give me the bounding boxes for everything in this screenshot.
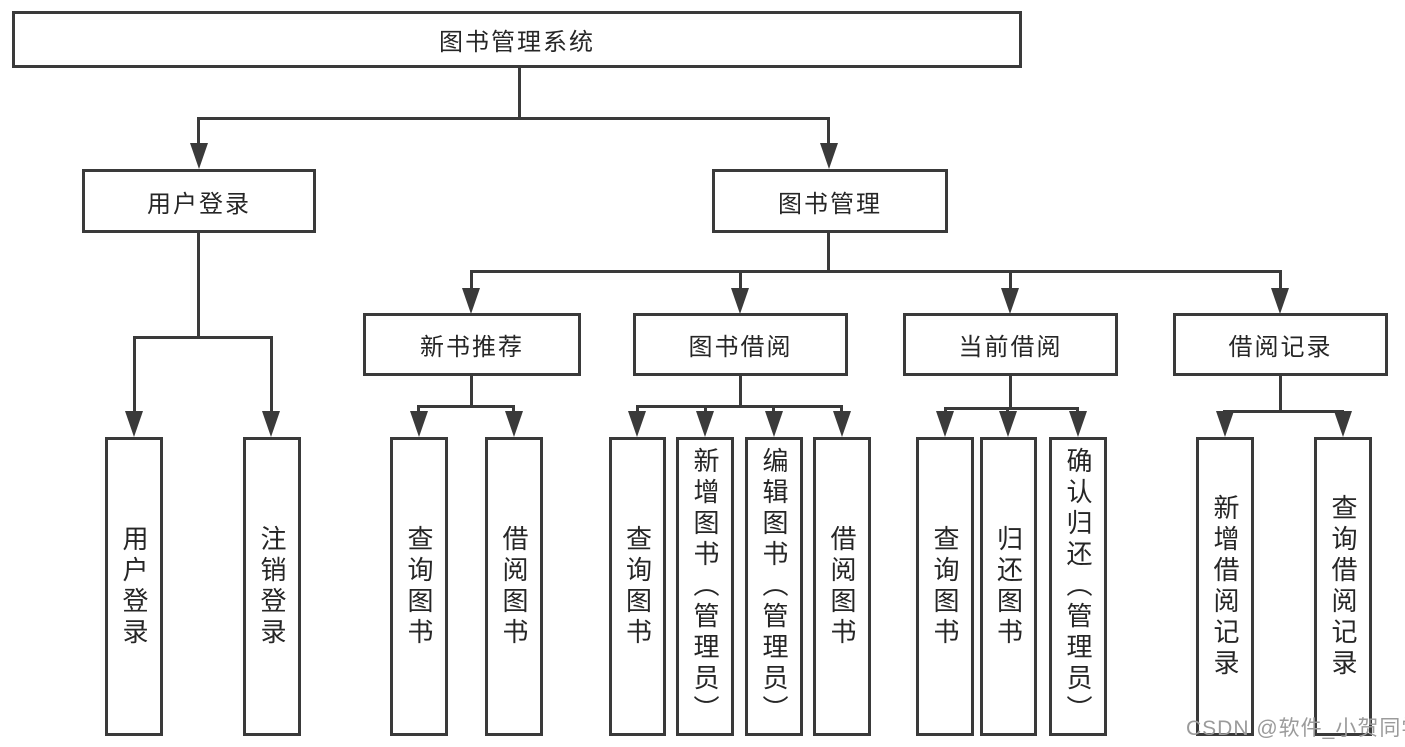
arrow-down-icon [462,288,480,314]
node-borrow-records: 借阅记录 [1173,313,1388,376]
connector-root-bus [197,117,830,120]
node-book-borrow: 图书借阅 [633,313,848,376]
connector-current-bus [944,407,1079,410]
connector-records-bus [1223,410,1343,413]
connector-stub-recommend [470,270,473,289]
connector-stub-logout-leaf [270,336,273,411]
node-query-borrow-record: 查询借阅记录 [1314,437,1372,736]
node-root: 图书管理系统 [12,11,1022,68]
arrow-down-icon [190,143,208,169]
connector-user-bus [133,336,272,339]
arrow-down-icon [628,411,646,437]
connector-records-drop [1279,376,1282,410]
arrow-down-icon [1334,411,1352,437]
arrow-down-icon [125,411,143,437]
connector-mgmt-drop [827,233,830,270]
node-query-books-borrow: 查询图书 [609,437,666,736]
arrow-down-icon [833,411,851,437]
connector-stub [944,407,947,413]
arrow-down-icon [262,411,280,437]
connector-stub [772,405,775,413]
node-book-management: 图书管理 [712,169,948,233]
arrow-down-icon [696,411,714,437]
connector-borrow-drop [739,376,742,405]
arrow-down-icon [1069,411,1087,437]
connector-stub-book-mgmt [827,117,830,144]
node-return-book: 归还图书 [980,437,1037,736]
connector-stub [512,405,515,413]
arrow-down-icon [936,411,954,437]
arrow-down-icon [731,288,749,314]
connector-stub [704,405,707,413]
arrow-down-icon [1216,411,1234,437]
connector-recommend-bus [417,405,515,408]
connector-stub [1076,407,1079,413]
connector-root-drop [518,67,521,118]
connector-user-drop [197,233,200,336]
node-borrow-books-leaf: 借阅图书 [813,437,871,736]
watermark: CSDN @软件_小贺同学 [1186,717,1405,740]
node-logout-leaf: 注销登录 [243,437,301,736]
arrow-down-icon [410,411,428,437]
node-query-books-current: 查询图书 [916,437,974,736]
node-add-borrow-record: 新增借阅记录 [1196,437,1254,736]
node-borrow-books-recommend: 借阅图书 [485,437,543,736]
arrow-down-icon [999,411,1017,437]
connector-recommend-drop [470,376,473,405]
connector-stub-current [1009,270,1012,289]
node-add-book-admin: 新增图书（管理员） [676,437,734,736]
node-edit-book-admin: 编辑图书（管理员） [745,437,803,736]
node-user-login: 用户登录 [82,169,316,233]
connector-borrow-bus [636,405,842,408]
node-new-book-recommend: 新书推荐 [363,313,581,376]
connector-stub [1006,407,1009,413]
node-current-borrow: 当前借阅 [903,313,1118,376]
connector-current-drop [1009,376,1012,407]
connector-stub-borrow [739,270,742,289]
node-user-login-leaf: 用户登录 [105,437,163,736]
connector-stub [636,405,639,413]
arrow-down-icon [820,143,838,169]
connector-mgmt-bus [470,270,1281,273]
arrow-down-icon [765,411,783,437]
arrow-down-icon [1001,288,1019,314]
arrow-down-icon [505,411,523,437]
connector-stub-login-leaf [133,336,136,411]
node-confirm-return-admin: 确认归还（管理员） [1049,437,1107,736]
node-query-books-recommend: 查询图书 [390,437,448,736]
connector-stub-user-login [197,117,200,144]
connector-stub [417,405,420,413]
arrow-down-icon [1271,288,1289,314]
connector-stub-records [1279,270,1282,289]
connector-stub [840,405,843,413]
